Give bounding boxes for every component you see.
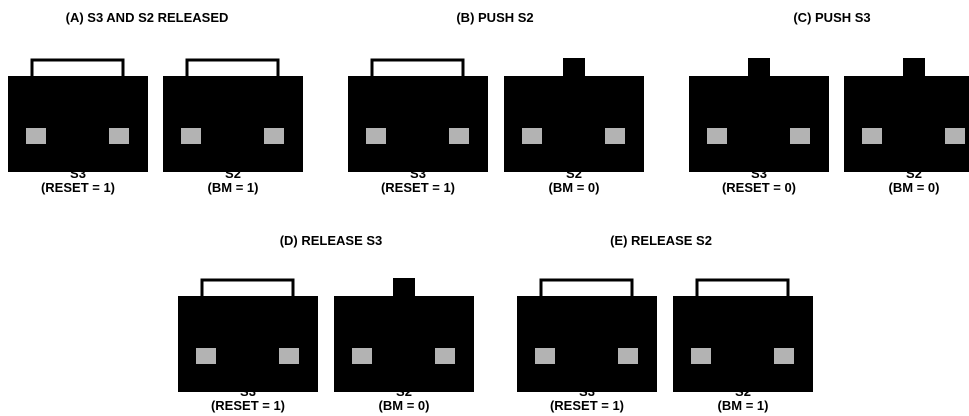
switch-s2	[673, 278, 813, 392]
contact-pad-left	[535, 348, 555, 364]
switch-state: (RESET = 1)	[40, 180, 116, 195]
switch-s3-label: S3 (RESET = 1)	[8, 167, 148, 195]
contact-pad-right	[109, 128, 129, 144]
switch-s2	[844, 58, 969, 172]
contact-pad-left	[862, 128, 882, 144]
panel-title: (E) RELEASE S2	[610, 233, 712, 248]
switch-body	[334, 296, 474, 392]
switch-state: (BM = 0)	[378, 398, 430, 413]
switch-name: S2	[735, 384, 751, 399]
switch-s2	[334, 278, 474, 392]
contact-pad-left	[26, 128, 46, 144]
switch-name: S3	[240, 384, 256, 399]
switch-s3	[348, 58, 488, 172]
contact-pad-left	[707, 128, 727, 144]
switch-name: S3	[579, 384, 595, 399]
contact-pad-left	[181, 128, 201, 144]
switch-body	[8, 76, 148, 172]
contact-pad-left	[352, 348, 372, 364]
switch-state: (BM = 0)	[548, 180, 600, 195]
contact-pad-left	[366, 128, 386, 144]
panel-title: (D) RELEASE S3	[279, 233, 383, 248]
switch-s2-label: S2 (BM = 0)	[334, 385, 474, 413]
switch-state: (BM = 1)	[717, 398, 769, 413]
contact-pad-right	[945, 128, 965, 144]
switch-state: (RESET = 1)	[380, 180, 456, 195]
switch-body	[844, 76, 969, 172]
switch-s2-label: S2 (BM = 0)	[504, 167, 644, 195]
switch-s3-label: S3 (RESET = 1)	[348, 167, 488, 195]
contact-pad-left	[691, 348, 711, 364]
switch-s3	[517, 278, 657, 392]
switch-body	[504, 76, 644, 172]
switch-body	[178, 296, 318, 392]
switch-state: (RESET = 1)	[210, 398, 286, 413]
switch-s2-label: S2 (BM = 0)	[844, 167, 969, 195]
panel-title: (C) PUSH S3	[793, 10, 871, 25]
contact-pad-right	[435, 348, 455, 364]
switch-state: (BM = 1)	[207, 180, 259, 195]
contact-pad-right	[790, 128, 810, 144]
switch-s3	[178, 278, 318, 392]
contact-pad-left	[196, 348, 216, 364]
switch-body	[348, 76, 488, 172]
switch-name: S2	[906, 166, 922, 181]
switch-s3	[8, 58, 148, 172]
switch-s3-label: S3 (RESET = 0)	[689, 167, 829, 195]
switch-name: S3	[751, 166, 767, 181]
contact-pad-right	[279, 348, 299, 364]
switch-s2-label: S2 (BM = 1)	[163, 167, 303, 195]
switch-state: (RESET = 1)	[549, 398, 625, 413]
contact-pad-right	[618, 348, 638, 364]
contact-pad-right	[774, 348, 794, 364]
switch-body	[163, 76, 303, 172]
switch-s2-label: S2 (BM = 1)	[673, 385, 813, 413]
switch-name: S3	[70, 166, 86, 181]
switch-body	[517, 296, 657, 392]
switch-name: S2	[566, 166, 582, 181]
switch-body	[673, 296, 813, 392]
switch-s3	[689, 58, 829, 172]
switch-state: (RESET = 0)	[721, 180, 797, 195]
switch-body	[689, 76, 829, 172]
contact-pad-right	[264, 128, 284, 144]
switch-s3-label: S3 (RESET = 1)	[178, 385, 318, 413]
contact-pad-right	[605, 128, 625, 144]
switch-s3-label: S3 (RESET = 1)	[517, 385, 657, 413]
switch-name: S2	[396, 384, 412, 399]
switch-name: S3	[410, 166, 426, 181]
switch-state: (BM = 0)	[888, 180, 940, 195]
switch-name: S2	[225, 166, 241, 181]
switch-s2	[504, 58, 644, 172]
panel-title: (A) S3 AND S2 RELEASED	[65, 10, 229, 25]
panel-title: (B) PUSH S2	[456, 10, 534, 25]
contact-pad-right	[449, 128, 469, 144]
switch-s2	[163, 58, 303, 172]
contact-pad-left	[522, 128, 542, 144]
